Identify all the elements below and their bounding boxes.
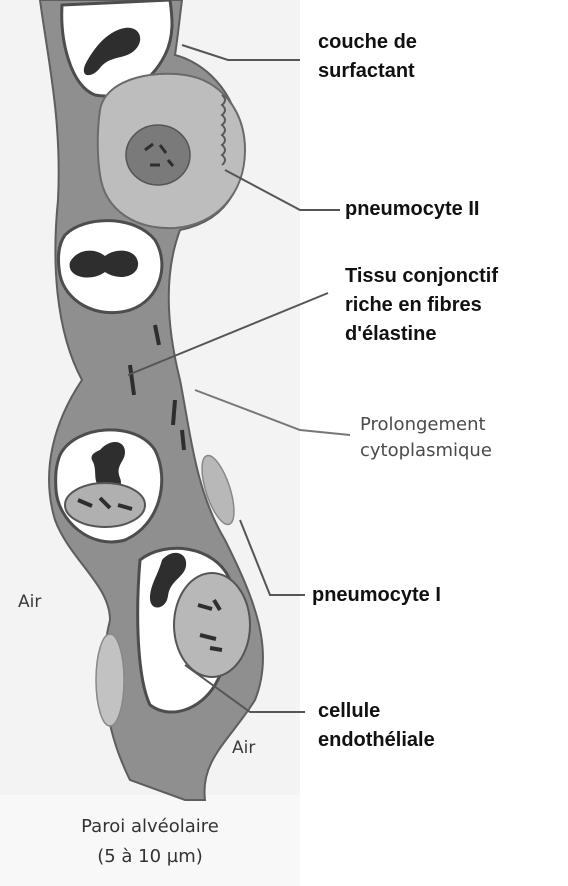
label-pneumocyte-ii: pneumocyte II — [345, 195, 479, 224]
label-surfactant-layer: couche de surfactant — [318, 28, 417, 86]
label-air-left: Air — [18, 592, 41, 612]
pneumocyte-ii-nucleus — [126, 125, 190, 185]
label-pneumocyte-i: pneumocyte I — [312, 581, 441, 610]
pneumocyte-i-cell-left — [96, 634, 124, 726]
label-endothelial-cell: cellule endothéliale — [318, 697, 435, 755]
figure-caption: Paroi alvéolaire (5 à 10 µm) — [40, 812, 260, 872]
label-air-right: Air — [232, 738, 255, 758]
label-cytoplasmic-extension: Prolongement cytoplasmique — [360, 412, 492, 464]
label-connective-tissue: Tissu conjonctif riche en fibres d'élast… — [345, 262, 498, 349]
endothelial-cell-bottom — [174, 573, 250, 677]
